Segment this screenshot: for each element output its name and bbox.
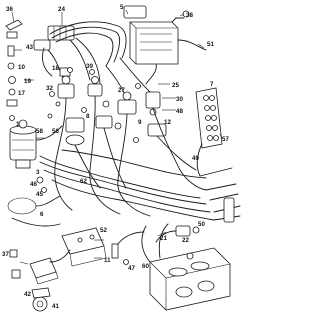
callout-5: 5 bbox=[120, 4, 124, 11]
callout-3: 3 bbox=[36, 169, 40, 176]
fuel-filter-assembly bbox=[9, 119, 63, 169]
throttle-body bbox=[141, 223, 231, 311]
callout-9: 9 bbox=[138, 119, 142, 126]
callout-39: 39 bbox=[86, 63, 93, 70]
hose-clamps bbox=[47, 67, 141, 143]
callout-43: 43 bbox=[26, 44, 33, 51]
callout-6: 6 bbox=[40, 211, 44, 218]
callout-50: 50 bbox=[198, 221, 205, 228]
callout-24: 24 bbox=[58, 6, 65, 13]
callout-21: 21 bbox=[160, 235, 167, 242]
charcoal-canister bbox=[123, 5, 207, 85]
callout-22: 22 bbox=[182, 237, 189, 244]
callout-42: 42 bbox=[24, 291, 31, 298]
callout-62: 62 bbox=[80, 178, 87, 185]
callout-51: 51 bbox=[207, 41, 214, 48]
callout-56: 56 bbox=[52, 128, 59, 135]
callout-7: 7 bbox=[210, 81, 214, 88]
callout-30: 30 bbox=[176, 96, 183, 103]
callout-labels: 36 24 5 38 43 51 10 19 17 25 7 32 27 30 … bbox=[2, 4, 229, 310]
left-fasteners bbox=[5, 19, 23, 121]
callout-1: 1 bbox=[16, 121, 20, 128]
callout-10: 10 bbox=[18, 64, 25, 71]
callout-32: 32 bbox=[46, 85, 53, 92]
callout-58: 58 bbox=[36, 128, 43, 135]
callout-48: 48 bbox=[176, 108, 183, 115]
callout-49: 49 bbox=[192, 155, 199, 162]
callout-17: 17 bbox=[18, 90, 25, 97]
callout-25: 25 bbox=[172, 82, 179, 89]
callout-12: 12 bbox=[164, 119, 171, 126]
callout-38: 38 bbox=[186, 12, 193, 19]
lower-hose-harness bbox=[39, 95, 215, 221]
callout-36: 36 bbox=[6, 6, 13, 13]
callout-27: 27 bbox=[118, 87, 125, 94]
leader-lines bbox=[11, 9, 223, 265]
vacuum-manifold-strip bbox=[195, 87, 223, 177]
callout-47: 47 bbox=[128, 265, 135, 272]
callout-8: 8 bbox=[86, 113, 90, 120]
callout-46: 46 bbox=[30, 181, 37, 188]
callout-52: 52 bbox=[100, 227, 107, 234]
control-unit bbox=[9, 249, 71, 312]
mounting-bracket bbox=[61, 227, 107, 267]
callout-45: 45 bbox=[36, 191, 43, 198]
right-hose-exits bbox=[199, 167, 241, 223]
parts-diagram: 36 24 5 38 43 51 10 19 17 25 7 32 27 30 … bbox=[2, 4, 241, 312]
callout-41: 41 bbox=[52, 303, 59, 310]
connector-block bbox=[33, 25, 75, 51]
callout-37: 37 bbox=[2, 251, 9, 258]
callout-11: 11 bbox=[104, 257, 111, 264]
callout-57: 57 bbox=[222, 136, 229, 143]
lower-left-loops bbox=[7, 176, 61, 227]
callout-18: 18 bbox=[52, 65, 59, 72]
sensor-assembly bbox=[111, 225, 200, 265]
callout-19: 19 bbox=[24, 78, 31, 85]
callout-60: 60 bbox=[142, 263, 149, 270]
